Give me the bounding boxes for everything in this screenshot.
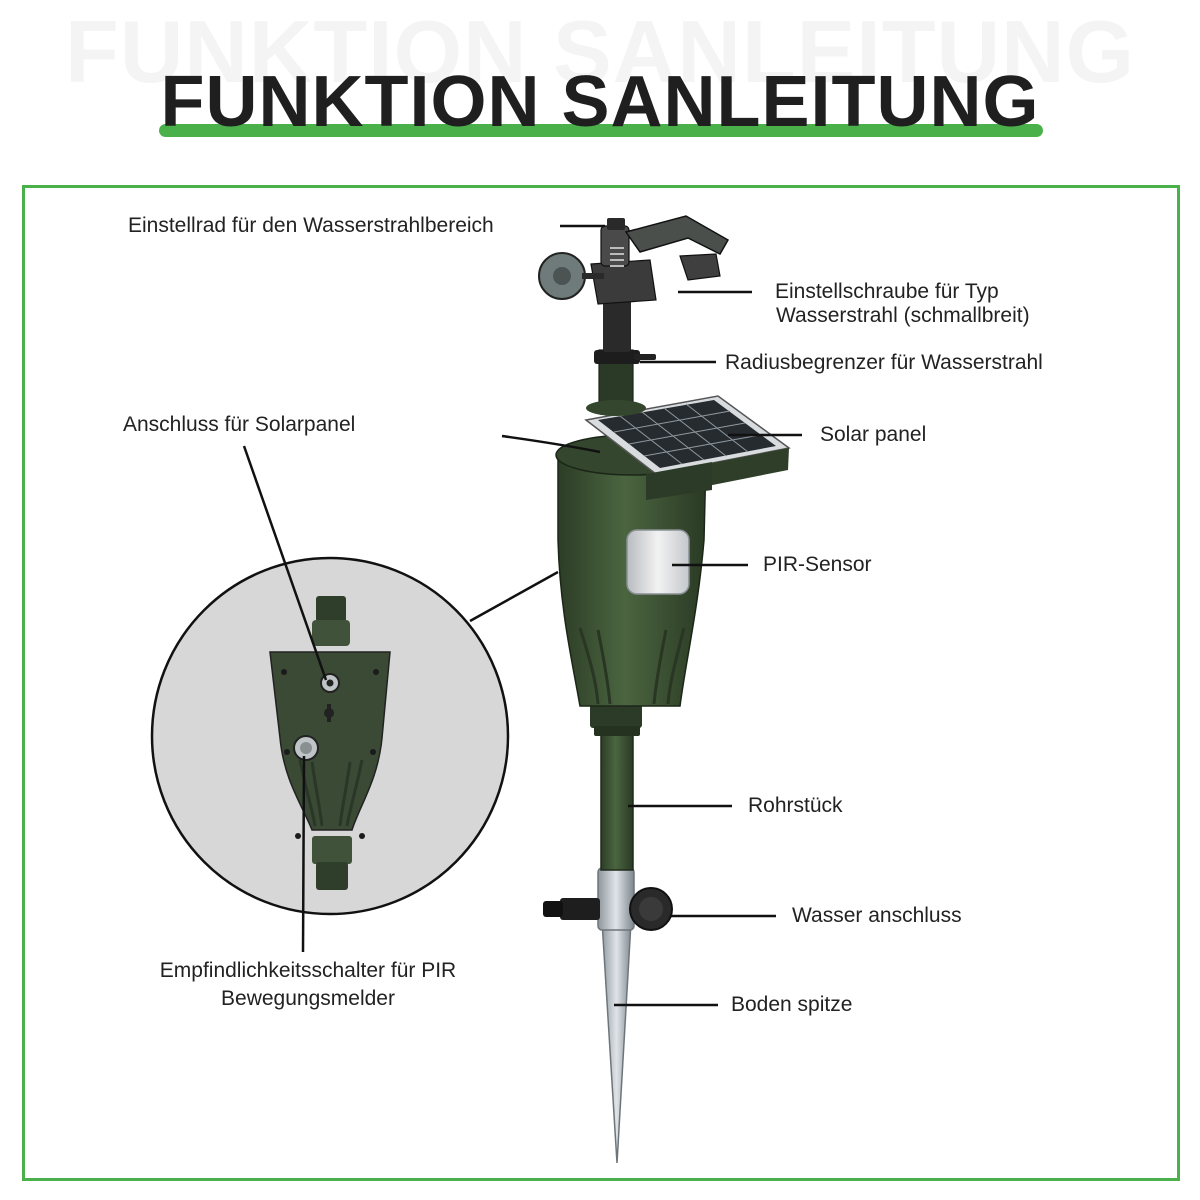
sprinkler-head-shape <box>538 215 730 352</box>
label-solar-panel: Solar panel <box>820 423 927 446</box>
ghost-title: FUNKTION SANLEITUNG <box>64 2 1136 101</box>
label-sensitivity-switch-line1: Empfindlichkeitsschalter für PIR <box>159 959 457 982</box>
ground-spike-shape <box>600 904 633 1164</box>
pir-window-shape <box>626 529 690 595</box>
zoom-circle <box>150 556 510 916</box>
zoom-connector-line <box>469 570 559 623</box>
diagram-frame <box>22 185 1180 1181</box>
label-solar-connector: Anschluss für Solarpanel <box>123 413 356 436</box>
label-jet-range-wheel: Einstellrad für den Wasserstrahlbereich <box>128 214 494 237</box>
label-jet-type-screw-line1: Einstellschraube für Typ <box>775 280 999 303</box>
label-water-connector: Wasser anschluss <box>792 904 962 927</box>
label-jet-type-screw-line2: Wasserstrahl (schmallbreit) <box>776 304 1030 327</box>
label-pir-sensor: PIR-Sensor <box>763 553 872 576</box>
label-ground-spike: Boden spitze <box>731 993 853 1016</box>
solar-panel-shape <box>584 395 791 500</box>
leader-sensitivity-switch <box>301 755 306 953</box>
leader-solar-connector <box>242 445 328 681</box>
label-radius-limiter: Radiusbegrenzer für Wasserstrahl <box>725 351 1043 374</box>
label-pipe: Rohrstück <box>748 794 843 817</box>
device-main <box>501 215 791 1164</box>
title-underline <box>159 124 1043 137</box>
page-title: FUNKTION SANLEITUNG <box>160 62 1040 142</box>
label-sensitivity-switch-line2: Bewegungsmelder <box>221 987 395 1010</box>
